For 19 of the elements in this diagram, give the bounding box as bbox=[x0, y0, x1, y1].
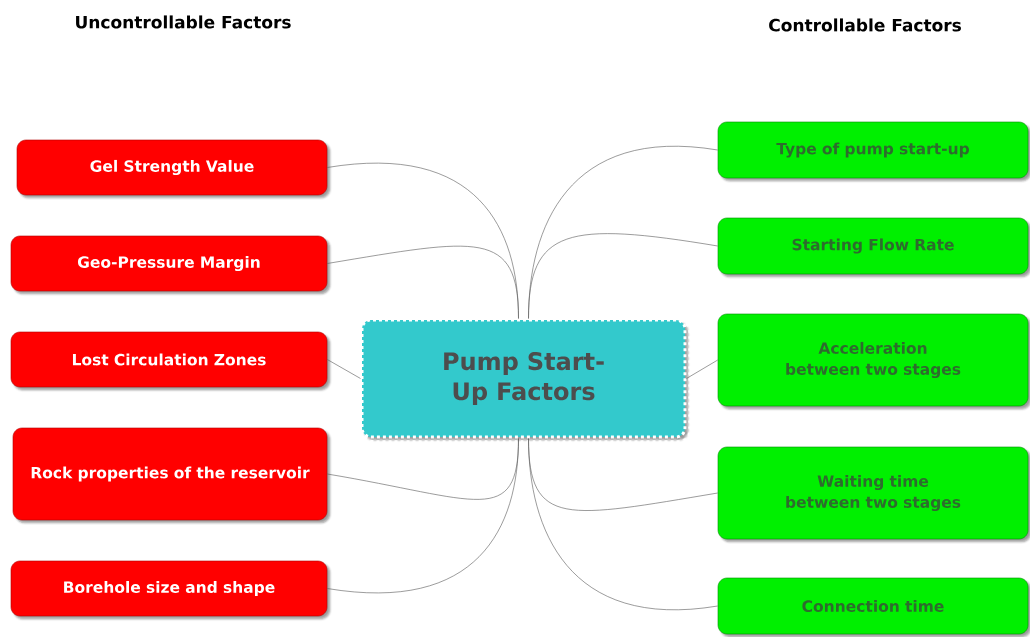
factor-box: Acceleration between two stages bbox=[717, 313, 1029, 407]
connector bbox=[327, 245, 519, 319]
factor-box: Lost Circulation Zones bbox=[10, 331, 328, 388]
connector bbox=[686, 359, 718, 379]
factor-box: Gel Strength Value bbox=[16, 139, 328, 196]
connector bbox=[327, 359, 361, 379]
factor-box: Type of pump start-up bbox=[717, 121, 1029, 179]
factor-box: Starting Flow Rate bbox=[717, 217, 1029, 275]
topic-box: Pump Start-Up Factors bbox=[360, 318, 687, 439]
column-heading: Uncontrollable Factors bbox=[76, 15, 291, 29]
connector bbox=[327, 438, 519, 593]
factor-box: Geo-Pressure Margin bbox=[10, 235, 328, 292]
factor-box: Connection time bbox=[717, 577, 1029, 635]
connector bbox=[528, 233, 718, 319]
factor-box: Waiting time between two stages bbox=[717, 446, 1029, 540]
factor-box: Borehole size and shape bbox=[10, 560, 328, 617]
column-heading: Controllable Factors bbox=[769, 18, 961, 32]
connector bbox=[528, 438, 718, 610]
factor-box: Rock properties of the reservoir bbox=[12, 427, 328, 521]
